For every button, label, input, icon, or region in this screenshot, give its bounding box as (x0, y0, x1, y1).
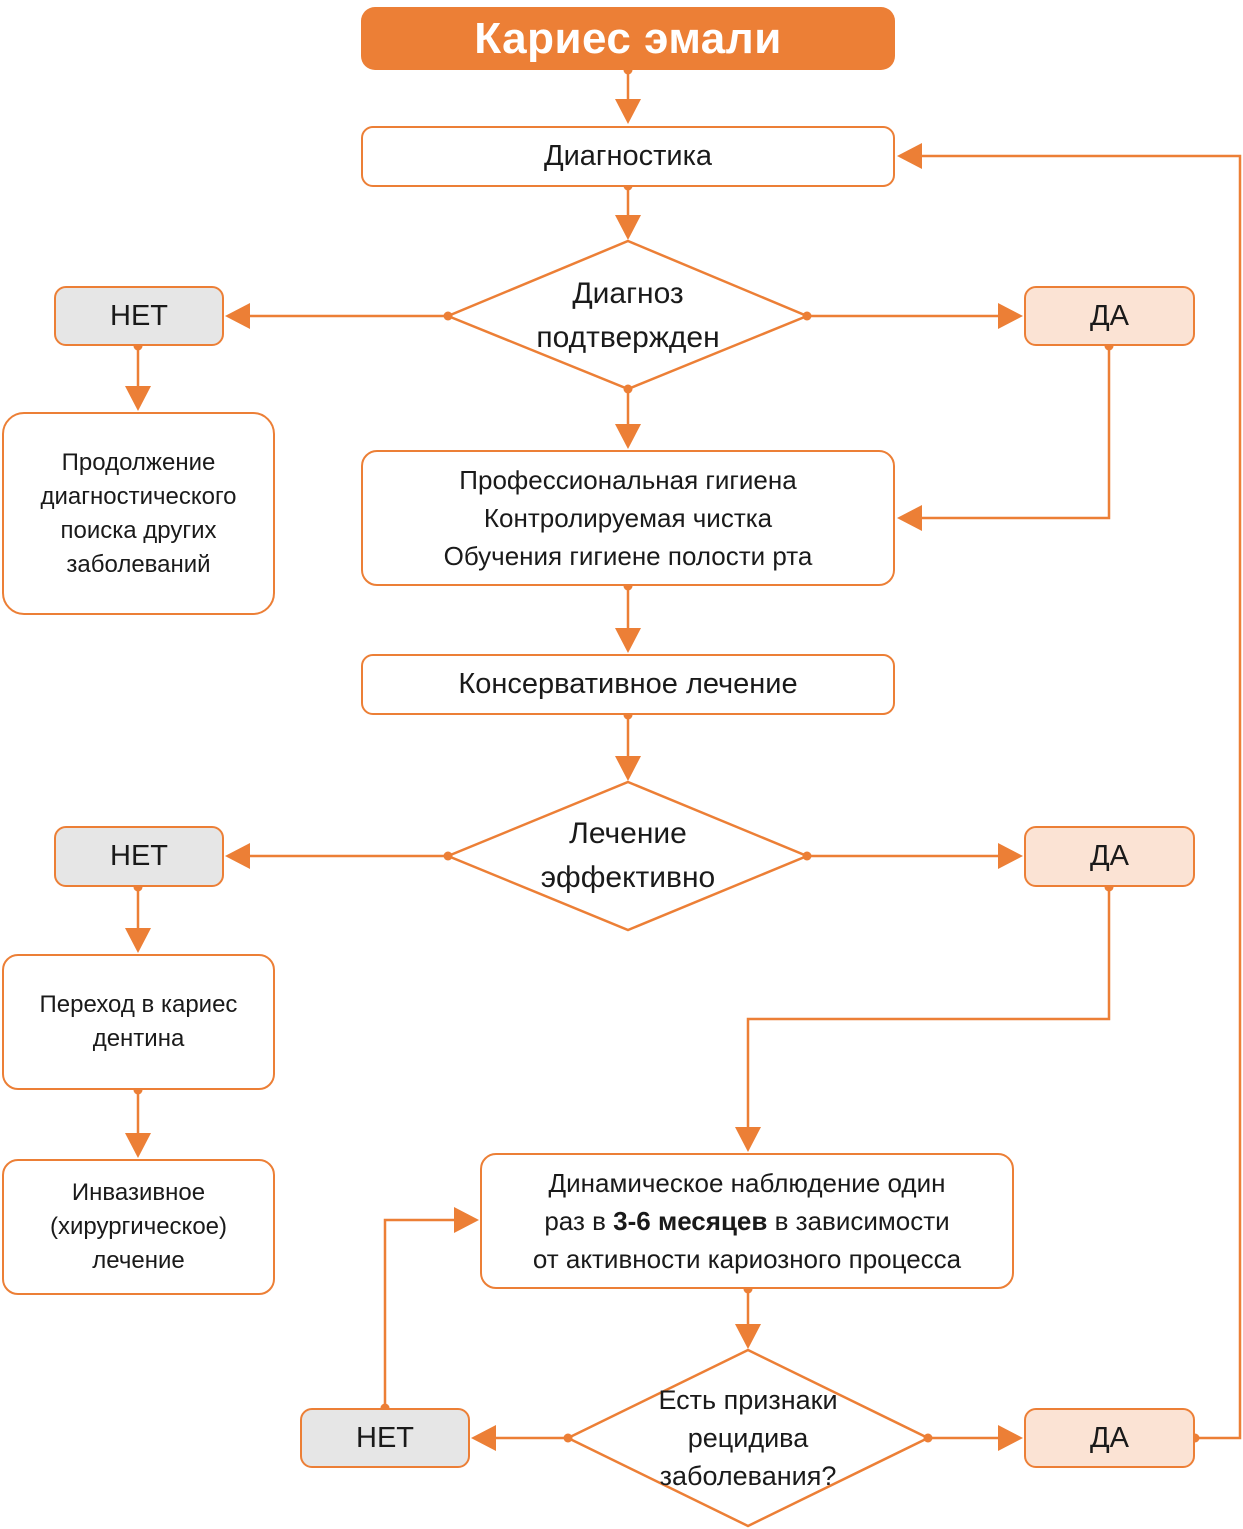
invasive-box: Инвазивное (хирургическое) лечение (2, 1159, 275, 1295)
invasive-line3: лечение (92, 1247, 185, 1274)
no-label-2: НЕТ (110, 840, 168, 872)
no-box-1: НЕТ (54, 286, 224, 346)
decision3-line2: рецидива (687, 1423, 809, 1453)
decision2-line1: Лечение (569, 817, 687, 850)
observation-period: 3-6 месяцев (613, 1206, 768, 1236)
title-text: Кариес эмали (474, 13, 782, 63)
diagnostics-box: Диагностика (361, 126, 895, 187)
dentin-line1: Переход в кариес (39, 991, 238, 1018)
yes-label-3: ДА (1090, 1421, 1129, 1454)
decision3-line3: заболевания? (659, 1461, 837, 1491)
decision1-line1: Диагноз (572, 277, 684, 310)
hygiene-line2: Контролируемая чистка (483, 503, 773, 533)
decision1-label: Диагноз подтвержден (468, 268, 788, 364)
no-box-3: НЕТ (300, 1408, 470, 1468)
decision2-line2: эффективно (540, 861, 716, 894)
hygiene-line1: Профессиональная гигиена (459, 465, 797, 495)
observation-line2-post: в зависимости (767, 1206, 950, 1236)
decision3-line1: Есть признаки (658, 1385, 838, 1415)
continue-search-line2: диагностического (40, 482, 237, 510)
invasive-line1: Инвазивное (71, 1179, 206, 1206)
observation-line1: Динамическое наблюдение один (548, 1168, 946, 1198)
decision1-line2: подтвержден (536, 321, 720, 354)
no-box-2: НЕТ (54, 826, 224, 887)
conservative-box: Консервативное лечение (361, 654, 895, 715)
continue-search-line3: поиска других (60, 516, 217, 544)
decision3-diamond (565, 1348, 931, 1528)
yes-label-2: ДА (1090, 840, 1129, 872)
dentin-box: Переход в кариес дентина (2, 954, 275, 1090)
observation-line3: от активности кариозного процесса (532, 1244, 962, 1274)
continue-search-box: Продолжение диагностического поиска друг… (2, 412, 275, 615)
invasive-line2: (хирургическое) (49, 1213, 228, 1240)
observation-box: Динамическое наблюдение один раз в 3-6 м… (480, 1153, 1014, 1289)
decision3-label: Есть признаки рецидива заболевания? (608, 1381, 888, 1495)
no-label-1: НЕТ (110, 299, 168, 332)
dentin-line2: дентина (92, 1025, 185, 1052)
yes-box-1: ДА (1024, 286, 1195, 346)
yes-label-1: ДА (1090, 299, 1129, 332)
title-box: Кариес эмали (361, 7, 895, 70)
continue-search-line4: заболеваний (66, 550, 211, 578)
decision2-diamond (444, 780, 811, 932)
yes-box-3: ДА (1024, 1408, 1195, 1468)
diagnostics-label: Диагностика (543, 140, 713, 172)
observation-line2: раз в 3-6 месяцев в зависимости (544, 1202, 949, 1240)
continue-search-line1: Продолжение (61, 448, 216, 476)
no-label-3: НЕТ (356, 1421, 414, 1454)
observation-line2-pre: раз в (544, 1206, 614, 1236)
hygiene-line3: Обучения гигиене полости рта (443, 541, 813, 571)
conservative-label: Консервативное лечение (458, 668, 798, 700)
yes-box-2: ДА (1024, 826, 1195, 887)
decision2-label: Лечение эффективно (468, 808, 788, 904)
hygiene-box: Профессиональная гигиена Контролируемая … (361, 450, 895, 586)
